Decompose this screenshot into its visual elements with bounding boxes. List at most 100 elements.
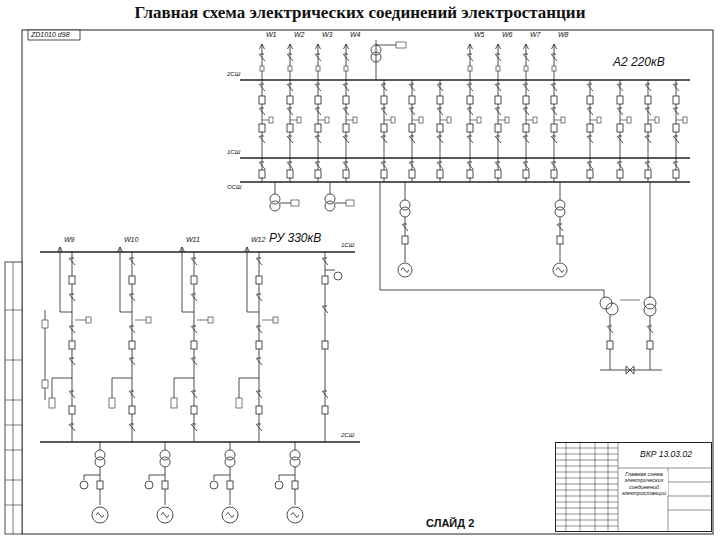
disconnector-symbol [322,258,328,265]
current-transformer [86,317,91,323]
wire [554,44,555,80]
transformer-winding [334,272,342,280]
disconnector-symbol [129,424,135,431]
transformer-winding [555,207,565,217]
disconnector-symbol [438,162,442,163]
line-outlet-arrow [552,44,557,49]
wire [75,320,86,321]
disconnector-symbol [495,136,501,143]
breaker-symbol [467,96,473,104]
breaker-symbol [129,341,135,349]
disconnector-symbol [315,84,321,91]
disconnector-symbol [322,391,328,398]
disconnector-symbol [256,258,262,265]
breaker-symbol [322,341,328,349]
disconnector-symbol [323,306,327,307]
aux-equipment [49,398,55,408]
sheet-title: Главная схема электрических соединений э… [0,4,720,23]
bus-name: 1СШ [226,149,241,156]
wire [135,320,146,321]
disconnector-symbol [588,108,592,109]
disconnector-symbol [322,306,328,313]
wire [376,45,396,46]
disconnector-symbol [410,108,414,109]
wire [600,370,662,371]
title-block-grid [555,514,618,515]
disconnector-symbol [316,136,320,137]
disconnector-symbol [468,108,472,109]
disconnector-symbol [645,84,651,91]
title-block-grid [555,478,618,479]
breaker-symbol [292,481,298,489]
wire [620,300,640,301]
disconnector-symbol [645,162,651,169]
wire [165,442,166,450]
current-transformer [655,117,659,123]
side-strip [13,262,14,534]
busbar [40,251,355,253]
breaker-symbol [287,124,293,132]
disconnector-symbol [130,326,134,327]
disconnector-symbol [316,162,320,163]
disconnector-symbol [648,326,652,327]
slide-number: СЛАЙД 2 [425,517,475,529]
disconnector-symbol [259,108,265,115]
side-strip [5,480,22,481]
disconnector-symbol [191,326,197,333]
line-trap [344,66,348,71]
wire [214,475,230,480]
line-outlet-arrow [316,44,321,49]
current-transformer [269,117,273,123]
breaker-symbol [129,406,135,414]
disconnector-symbol [468,162,472,163]
disconnector-symbol [617,136,623,143]
breaker-symbol [467,170,473,178]
line-name: W2 [293,31,306,39]
line-outlet-arrow [288,44,293,49]
disconnector-symbol [69,358,75,365]
disconnector-symbol [587,84,593,91]
disconnector-symbol [437,108,443,115]
breaker-symbol [287,170,293,178]
line-outlet-arrow [260,44,265,49]
stamp-box [28,30,80,40]
disconnector-symbol [402,224,408,231]
breaker-symbol [256,276,262,284]
breaker-symbol [409,170,415,178]
disconnector-symbol [523,108,529,115]
disconnector-symbol [382,84,386,85]
breaker-symbol [322,276,328,284]
disconnector-symbol [382,162,386,163]
breaker-symbol [256,406,262,414]
disconnector-symbol [260,84,264,85]
disconnector-symbol [69,294,75,301]
disconnector-symbol [192,326,196,327]
breaker-symbol [467,124,473,132]
disconnector-symbol [257,294,261,295]
title-block-grid [668,510,712,511]
disconnector-symbol [409,162,415,169]
side-strip [5,262,22,534]
breaker-symbol [259,170,265,178]
document-code: ВКР 13.03.02 [622,450,710,460]
disconnector-symbol [287,162,293,169]
disconnector-symbol [646,136,650,137]
disconnector-symbol [647,326,653,333]
disconnector-symbol [129,326,135,333]
disconnector-symbol [288,162,292,163]
disconnector-symbol [618,136,622,137]
wire [318,44,319,80]
line-name: W11 [185,236,201,244]
line-trap [260,66,264,71]
breaker-symbol [437,124,443,132]
disconnector-symbol [495,108,501,115]
transformer-winding [275,481,283,489]
wire [112,378,132,398]
line-outlet-arrow [468,44,473,49]
disconnector-symbol [674,108,678,109]
disconnector-symbol [257,391,261,392]
disconnector-symbol [587,162,593,169]
disconnector-symbol [191,294,197,301]
wire [120,247,132,312]
